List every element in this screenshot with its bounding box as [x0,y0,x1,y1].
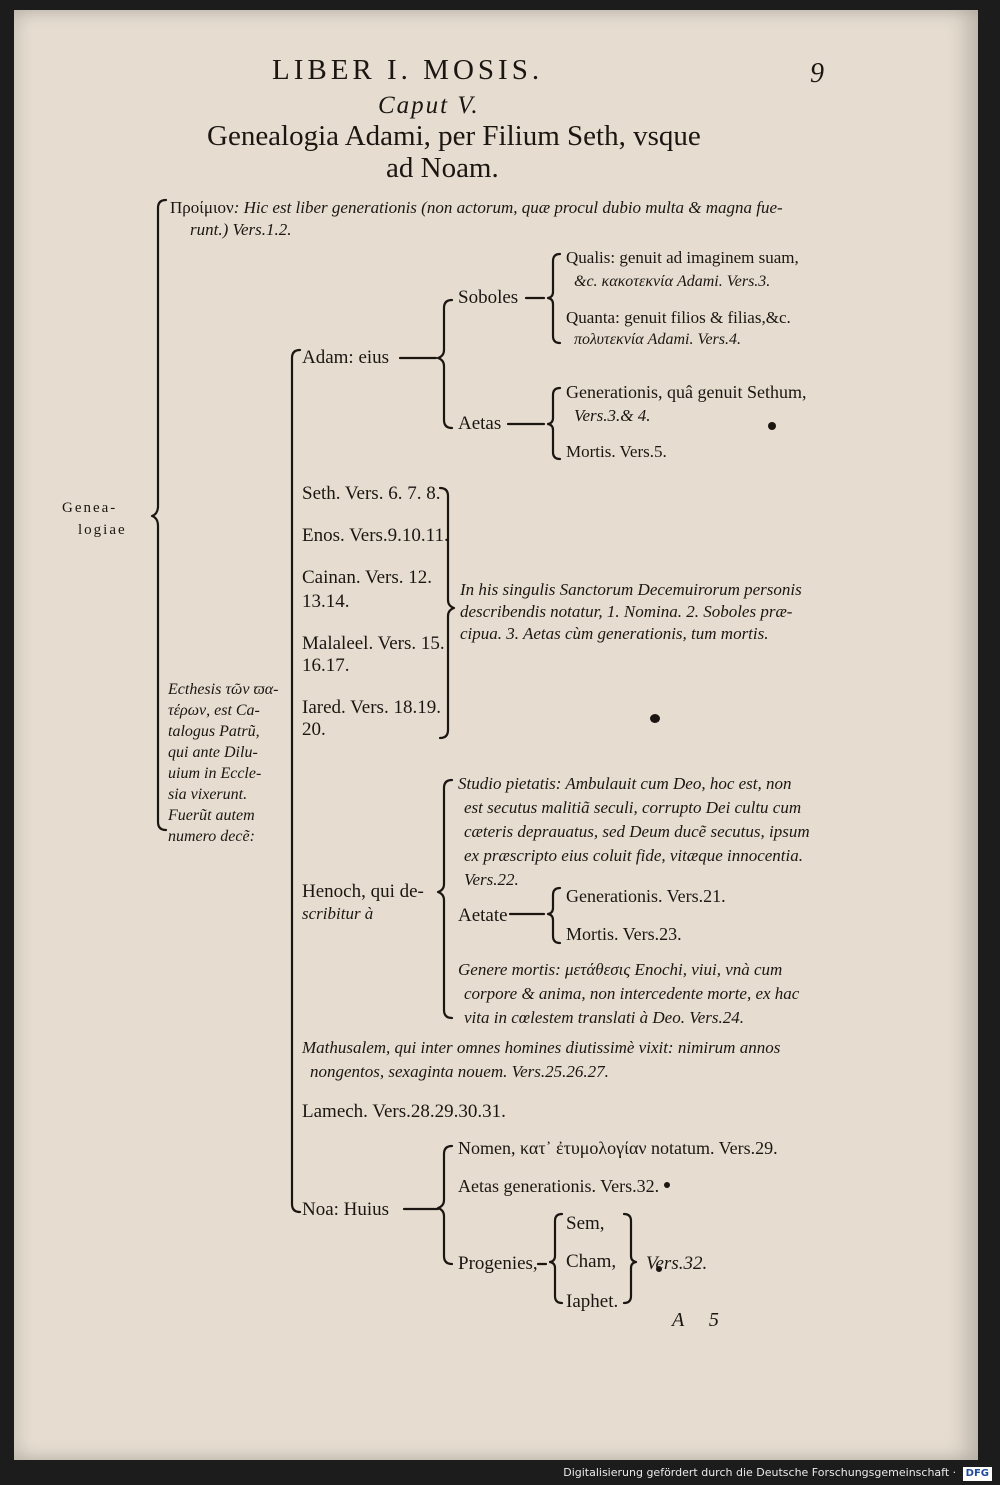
ecthesis-line-6: sia vixerunt. [168,786,248,803]
prooemium-greek: Προίμιον [170,198,234,217]
patriarchs-note-line-2: describendis notatur, 1. Nomina. 2. Sobo… [460,602,793,621]
ink-spot [664,1182,670,1188]
quanta-line-1: Quanta: genuit filios & filias,&c. [566,308,791,327]
ecthesis-line-4: qui ante Dilu- [168,744,258,761]
soboles-label: Soboles [458,287,519,308]
patriarchs-note-line-3: cipua. 3. Aetas cùm generationis, tum mo… [460,624,769,643]
noa-nomen: Nomen, κατ᾽ ἐτυμολογίαν notatum. Vers.29… [458,1138,778,1158]
genere-mortis-line-2: corpore & anima, non intercedente morte,… [464,984,800,1003]
studio-line-3: cæteris deprauatus, sed Deum ducẽ secutu… [464,822,810,841]
ink-spot [650,714,660,723]
aetate-mortis: Mortis. Vers.23. [566,924,682,944]
studio-line-5: Vers.22. [464,870,519,889]
subtitle-line-2: ad Noam. [386,152,499,184]
progenies-vers: Vers.32. [646,1253,708,1274]
ink-spot [768,422,776,430]
ecthesis-line-2: τέρων, est Ca- [168,702,260,719]
aetas-generationis-line-1: Generationis, quâ genuit Sethum, [566,382,807,402]
son-iaphet: Iaphet. [566,1291,619,1312]
seth-entry: Seth. Vers. 6. 7. 8. [302,483,441,504]
chapter-heading: Caput V. [378,92,480,119]
aetate-bracket [546,886,562,945]
prooemium-line-1: Προίμιον: Hic est liber generationis (no… [170,196,783,220]
mathusalem-line-2: nongentos, sexaginta nouem. Vers.25.26.2… [310,1062,609,1081]
ecthesis-line-3: talogus Patrũ, [168,723,260,740]
ecthesis-line-8: numero decẽ: [168,828,255,845]
sons-close-bracket [622,1212,638,1305]
book-page [14,10,978,1460]
patriarchs-bracket [438,486,456,740]
qualis-line-2: &c. κακοτεκνία Adami. Vers.3. [574,273,771,290]
ecthesis-line-7: Fuerũt autem [168,807,255,824]
digitization-footer: Digitalisierung gefördert durch die Deut… [563,1463,992,1483]
son-sem: Sem, [566,1213,605,1234]
genere-mortis-line-3: vita in cœlestem translati à Deo. Vers.2… [464,1008,745,1027]
studio-line-1: Studio pietatis: Ambulauit cum Deo, hoc … [458,774,792,793]
henoch-label-line-1: Henoch, qui de- [302,881,424,902]
lamech-entry: Lamech. Vers.28.29.30.31. [302,1101,506,1122]
aetas-bracket [546,386,562,461]
noa-progenies-label: Progenies, [458,1253,538,1274]
aetate-generationis: Generationis. Vers.21. [566,886,726,906]
ink-spot [656,1266,662,1272]
running-title: LIBER I. MOSIS. [272,54,544,86]
noa-aetas: Aetas generationis. Vers.32. [458,1176,660,1196]
page-number: 9 [810,58,824,89]
quanta-line-2: πολυτεκνία Adami. Vers.4. [574,331,741,348]
adam-label: Adam: eius [302,347,390,368]
aetas-label: Aetas [458,413,502,434]
mathusalem-line-1: Mathusalem, qui inter omnes homines diut… [302,1038,781,1057]
aetate-label: Aetate [458,905,508,926]
enos-entry: Enos. Vers.9.10.11. [302,525,449,546]
malaleel-entry-line-2: 16.17. [302,655,350,676]
progenies-bracket [548,1212,564,1305]
aetas-mortis: Mortis. Vers.5. [566,442,667,461]
noa-label: Noa: Huius [302,1199,390,1220]
root-label-line-2: logiae [78,522,127,538]
malaleel-entry-line-1: Malaleel. Vers. 15. [302,633,445,654]
henoch-bracket [436,778,454,1020]
cainan-entry-line-2: 13.14. [302,591,350,612]
cainan-entry-line-1: Cainan. Vers. 12. [302,567,432,588]
prooemium-line-2: runt.) Vers.1.2. [190,220,292,239]
noa-bracket [436,1144,454,1266]
soboles-bracket [546,252,562,345]
patriarchs-note-line-1: In his singulis Sanctorum Decemuirorum p… [460,580,802,599]
son-cham: Cham, [566,1251,617,1272]
subtitle-line-1: Genealogia Adami, per Filium Seth, vsque [207,120,701,152]
dfg-logo: DFG [962,1467,992,1481]
root-bracket [150,198,168,832]
footer-text: Digitalisierung gefördert durch die Deut… [563,1466,950,1479]
signature-mark: A 5 [672,1309,729,1331]
ecthesis-line-1: Ecthesis τῶν ϖα- [168,681,279,698]
qualis-line-1: Qualis: genuit ad imaginem suam, [566,248,799,267]
prooemium-text: : Hic est liber generationis (non actoru… [233,198,783,217]
genere-mortis-line-1: Genere mortis: μετάθεσις Enochi, viui, v… [458,960,783,979]
aetas-generationis-line-2: Vers.3.& 4. [574,406,651,425]
ecthesis-line-5: uium in Eccle- [168,765,262,782]
henoch-label-line-2: scribitur à [302,904,374,923]
root-label-line-1: Genea- [62,500,118,516]
adam-bracket [436,298,454,430]
studio-line-4: ex præscripto eius coluit fide, vitæque … [464,846,803,865]
studio-line-2: est secutus malitiã seculi, corrupto Dei… [464,798,802,817]
ecthesis-bracket [290,348,302,1214]
iared-entry-line-2: 20. [302,719,326,740]
iared-entry-line-1: Iared. Vers. 18.19. [302,697,441,718]
